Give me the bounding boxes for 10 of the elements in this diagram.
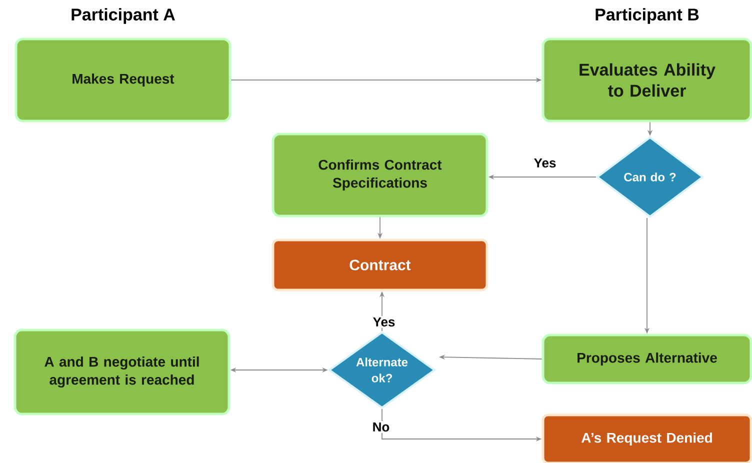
edge-label: Yes: [532, 156, 558, 170]
edge-label: Yes: [371, 316, 397, 328]
process-box: Proposes Alternative: [542, 334, 752, 384]
process-box: Makes Request: [14, 38, 232, 122]
process-box: A and B negotiate until agreement is reached: [14, 328, 230, 416]
process-box: Evaluates Ability to Deliver: [542, 38, 752, 122]
process-box: Confirms Contract Specifications: [272, 132, 488, 218]
result-box: Contract: [272, 238, 488, 292]
edge-label: No: [370, 420, 392, 434]
result-box: A’s Request Denied: [542, 414, 752, 463]
